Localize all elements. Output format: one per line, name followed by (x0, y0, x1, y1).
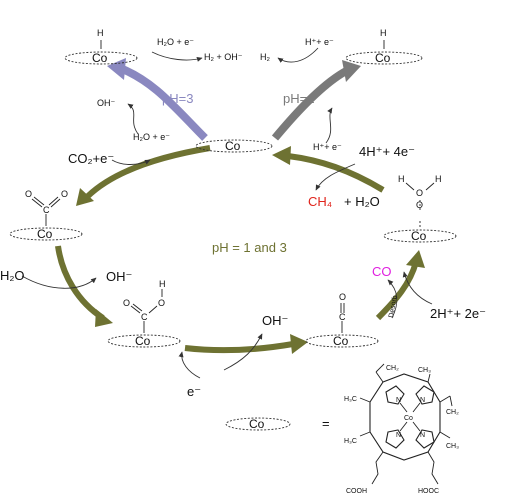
label-oh-mid: OH⁻ (106, 269, 132, 284)
label-equals: = (322, 416, 330, 431)
porphyrin-structure: N N N N Co CH₂ CH₃ CH₂ H₃C H₃C CH₃ COOH … (344, 363, 459, 495)
label-co2-e: CO₂+e⁻ (68, 151, 114, 166)
arrow-desorb (387, 279, 398, 319)
label-h2o-e-top: H₂O + e⁻ (157, 37, 194, 47)
label-h3c-bottom: H₃C (344, 438, 357, 445)
cycle-arrow-left (55, 245, 105, 321)
cycle-arrowhead-right-upper (272, 146, 291, 165)
cycle-arrow-right-lower (375, 261, 419, 321)
label-ph1: pH=1 (283, 91, 314, 106)
ph3-arc-arrow (118, 64, 208, 141)
n-label: N (420, 397, 425, 404)
ph3-arc-arrowhead (107, 58, 126, 80)
o-label: O (61, 189, 68, 199)
o-label: O (416, 200, 423, 210)
label-ch4: CH₄ (308, 194, 332, 209)
c-label: C (43, 205, 50, 215)
big-arrows (55, 58, 425, 354)
label-desorb: Desorb (388, 295, 399, 319)
co-label: Co (92, 51, 108, 65)
cycle-arrow-right-upper (287, 153, 385, 193)
co-hydride-right: Co H (345, 28, 423, 65)
co-label: Co (37, 227, 53, 241)
legend: Co = (225, 416, 330, 431)
h-label: H (97, 28, 104, 38)
n-label: N (396, 397, 401, 404)
ph1-arc-arrow (271, 66, 350, 141)
label-oh-bottom: OH⁻ (262, 313, 288, 328)
o-label: O (416, 188, 423, 198)
co-carbonyl: Co C O (305, 292, 379, 348)
arrow-oh-bottom (223, 333, 263, 371)
label-h2o-e-left: H₂O + e⁻ (133, 132, 170, 142)
label-h2-oh: H₂ + OH⁻ (204, 52, 243, 62)
label-hplus-e-right: H⁺+ e⁻ (313, 142, 342, 152)
h-label: H (380, 28, 387, 38)
arrow-e-bottom (178, 351, 201, 379)
co-hydride-left: Co H (64, 28, 138, 65)
cycle-arrowhead-left (95, 309, 113, 327)
cycle-arrowhead-top-left (76, 188, 94, 206)
co-label: Co (135, 334, 151, 348)
o-label: O (339, 292, 346, 302)
cycle-arrowhead-bottom (290, 334, 308, 354)
co-water-adduct: Co O O H H (383, 174, 457, 243)
c-label: C (339, 312, 346, 322)
label-hplus-e-top: H⁺+ e⁻ (305, 37, 334, 47)
thin-arrows (21, 47, 433, 379)
co-label: Co (225, 139, 241, 153)
label-ph3: pH=3 (162, 91, 193, 106)
co-carboxyl: Co C O O H (107, 279, 181, 348)
label-ch3-top: CH₃ (418, 367, 431, 374)
n-label: N (396, 432, 401, 439)
arrow-co2-in (111, 159, 151, 165)
label-ch3-right: CH₃ (446, 443, 459, 450)
co-co2-adduct: Co C O O (9, 189, 83, 241)
label-hooc: HOOC (418, 488, 439, 495)
co-label: Co (411, 229, 427, 243)
h-label: H (398, 174, 405, 184)
arrow-hplus-right (325, 107, 333, 144)
co-label: Co (333, 334, 349, 348)
label-plus-h2o: + H₂O (344, 194, 380, 209)
label-cooh: COOH (346, 488, 367, 495)
cycle-arrow-bottom (184, 341, 294, 354)
cycle-arrow-top-left (85, 145, 211, 199)
label-2h-2e: 2H⁺+ 2e⁻ (430, 306, 486, 321)
arrow-hplus-top (277, 47, 319, 63)
label-center-ph: pH = 1 and 3 (212, 240, 287, 255)
label-co-product: CO (372, 264, 392, 279)
label-oh-left: OH⁻ (97, 98, 116, 108)
o-label: O (123, 298, 130, 308)
label-ch2-top: CH₂ (386, 365, 399, 372)
label-4h-4e: 4H⁺+ 4e⁻ (359, 144, 415, 159)
co-label: Co (375, 51, 391, 65)
arrow-h2o-left-to-oh (127, 103, 139, 135)
arrow-h2o-mid (21, 275, 97, 289)
o-label: O (25, 189, 32, 199)
h-label: H (159, 279, 166, 289)
label-h3c-top: H₃C (344, 396, 357, 403)
o-label: O (158, 298, 165, 308)
cycle-arrowhead-right-lower (406, 250, 425, 268)
label-h2: H₂ (260, 52, 270, 62)
n-label: N (420, 432, 425, 439)
label-h2o-mid: H₂O (0, 268, 25, 283)
ph1-arc-arrowhead (342, 60, 361, 82)
label-e-bottom: e⁻ (187, 384, 201, 399)
arrow-h2o-e-to-h2-oh (151, 51, 203, 62)
c-label: C (141, 312, 148, 322)
label-ch2-right: CH₂ (446, 409, 459, 416)
h-label: H (435, 174, 442, 184)
co-label: Co (249, 417, 265, 431)
arrow-2h-2e (402, 271, 433, 305)
co-center: Co (195, 139, 273, 153)
co-label: Co (404, 415, 413, 422)
arrow-ch4-out (315, 163, 356, 191)
